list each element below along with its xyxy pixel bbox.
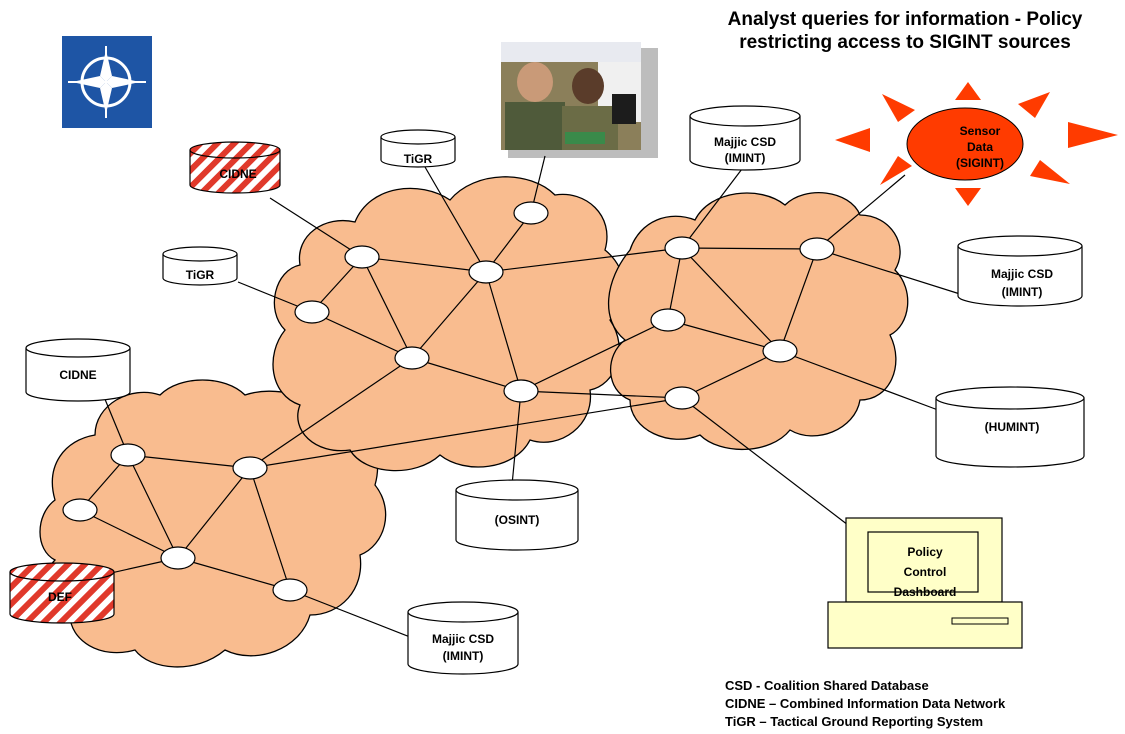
majjic-right-label-line-2: (IMINT) bbox=[1002, 285, 1043, 299]
router-node bbox=[160, 546, 196, 570]
database-humint: (HUMINT) bbox=[935, 386, 1085, 468]
dashboard-label-line-1: Policy bbox=[907, 545, 943, 559]
database-tigr-top: TiGR bbox=[380, 129, 456, 168]
tigr-left-label: TiGR bbox=[186, 268, 215, 282]
osint-label: (OSINT) bbox=[495, 513, 540, 527]
database-cidne-left: CIDNE bbox=[25, 338, 131, 402]
majjic-bottom-label-line-2: (IMINT) bbox=[443, 649, 484, 663]
majjic-bottom-label-line-1: Majjic CSD bbox=[432, 632, 494, 646]
cidne-top-label: CIDNE bbox=[219, 167, 256, 181]
legend-item: CSD - Coalition Shared Database bbox=[725, 678, 929, 693]
diagram-title-line-2: restricting access to SIGINT sources bbox=[739, 32, 1071, 53]
diagram-title-line-1: Analyst queries for information - Policy bbox=[728, 9, 1083, 30]
router-node bbox=[762, 339, 798, 363]
router-node bbox=[62, 498, 98, 522]
analysts-photo bbox=[501, 42, 658, 158]
database-def: DEF bbox=[9, 562, 115, 624]
router-node bbox=[503, 379, 539, 403]
router-node bbox=[513, 201, 549, 225]
network-cloud-center bbox=[272, 176, 626, 472]
database-cidne-top: CIDNE bbox=[189, 141, 281, 194]
database-majjic-imint-top: Majjic CSD (IMINT) bbox=[689, 105, 801, 171]
sensor-label-line-3: (SIGINT) bbox=[956, 156, 1004, 170]
router-node bbox=[344, 245, 380, 269]
router-node bbox=[799, 237, 835, 261]
database-majjic-imint-right: Majjic CSD (IMINT) bbox=[957, 235, 1083, 307]
policy-control-dashboard: Policy Control Dashboard bbox=[827, 517, 1023, 649]
sensor-label-line-1: Sensor bbox=[960, 124, 1001, 138]
majjic-right-label-line-1: Majjic CSD bbox=[991, 267, 1053, 281]
majjic-top-label-line-1: Majjic CSD bbox=[714, 135, 776, 149]
database-majjic-imint-bottom: Majjic CSD (IMINT) bbox=[407, 601, 519, 675]
router-nodes bbox=[62, 201, 835, 602]
router-node bbox=[650, 308, 686, 332]
router-node bbox=[294, 300, 330, 324]
database-osint: (OSINT) bbox=[455, 479, 579, 551]
router-node bbox=[468, 260, 504, 284]
legend-item: TiGR – Tactical Ground Reporting System bbox=[725, 714, 983, 729]
sensor-burst-icon: Sensor Data (SIGINT) bbox=[835, 82, 1118, 206]
majjic-top-label-line-2: (IMINT) bbox=[725, 151, 766, 165]
dashboard-label-line-2: Control bbox=[904, 565, 947, 579]
def-label: DEF bbox=[48, 590, 72, 604]
router-node bbox=[110, 443, 146, 467]
legend: CSD - Coalition Shared Database CIDNE – … bbox=[725, 678, 1006, 729]
humint-label: (HUMINT) bbox=[985, 420, 1040, 434]
sensor-label-line-2: Data bbox=[967, 140, 993, 154]
router-node bbox=[394, 346, 430, 370]
router-node bbox=[664, 386, 700, 410]
router-node bbox=[664, 236, 700, 260]
nato-compass-icon bbox=[62, 36, 152, 128]
tigr-top-label: TiGR bbox=[404, 152, 433, 166]
router-node bbox=[272, 578, 308, 602]
legend-item: CIDNE – Combined Information Data Networ… bbox=[725, 696, 1006, 711]
dashboard-label-line-3: Dashboard bbox=[894, 585, 957, 599]
router-node bbox=[232, 456, 268, 480]
cidne-left-label: CIDNE bbox=[59, 368, 96, 382]
database-tigr-left: TiGR bbox=[162, 246, 238, 286]
